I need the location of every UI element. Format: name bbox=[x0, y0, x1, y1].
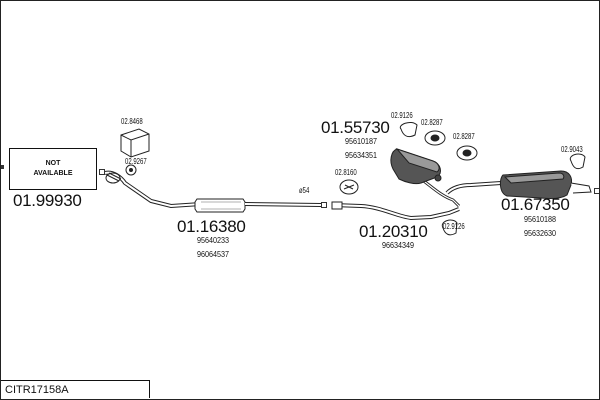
clamp-02-9126-top bbox=[399, 122, 418, 138]
fitting-ref: 02.9126 bbox=[443, 222, 465, 231]
connection-marker bbox=[321, 202, 327, 208]
edge-marker bbox=[1, 165, 4, 169]
oe-number: 96634349 bbox=[382, 241, 415, 250]
fitting-ref: 02.8468 bbox=[121, 117, 143, 126]
oe-number: 95632630 bbox=[524, 229, 557, 238]
part-number-01-16380: 01.16380 bbox=[177, 217, 246, 236]
rubber-mount-02-8287-a bbox=[424, 130, 446, 146]
fitting-ref: 02.9043 bbox=[561, 145, 583, 154]
part-number-01-55730: 01.55730 bbox=[321, 118, 390, 137]
connection-marker bbox=[99, 169, 105, 175]
clamp-kit-02-8468 bbox=[120, 128, 150, 158]
fitting-ref: 02.8287 bbox=[421, 118, 443, 127]
pipe-diameter-label: ø54 bbox=[299, 186, 310, 195]
fitting-ref: 02.8160 bbox=[335, 168, 357, 177]
rear-silencer bbox=[499, 170, 592, 200]
not-available-box: NOT AVAILABLE bbox=[9, 148, 97, 190]
model-code-box: CITR17158A bbox=[1, 380, 150, 398]
oe-number: 95610187 bbox=[345, 137, 378, 146]
oe-number: 95640233 bbox=[197, 236, 230, 245]
fitting-ref: 02.9267 bbox=[125, 157, 147, 166]
part-number-01-99930: 01.99930 bbox=[13, 191, 82, 210]
rear-pipe bbox=[445, 181, 502, 195]
oe-number: 95610188 bbox=[524, 215, 557, 224]
oe-number: 95634351 bbox=[345, 151, 378, 160]
fitting-ref: 02.9126 bbox=[391, 111, 413, 120]
pre-silencer bbox=[390, 147, 442, 185]
clamp-02-9043 bbox=[569, 153, 586, 170]
model-code: CITR17158A bbox=[5, 384, 69, 396]
middle-silencer bbox=[194, 198, 322, 213]
part-number-01-67350: 01.67350 bbox=[501, 195, 570, 214]
clamp-02-9126-bottom bbox=[441, 219, 458, 236]
oe-number: 96064537 bbox=[197, 250, 230, 259]
intermediate-pipe bbox=[331, 177, 461, 221]
gasket-02-9267 bbox=[125, 164, 137, 176]
connection-marker bbox=[594, 188, 599, 194]
not-available-line2: AVAILABLE bbox=[33, 170, 73, 177]
not-available-line1: NOT bbox=[45, 160, 61, 167]
fitting-ref: 02.8287 bbox=[453, 132, 475, 141]
front-pipe bbox=[104, 170, 202, 209]
rubber-mount-02-8287-b bbox=[456, 145, 478, 161]
rubber-mount-02-8160 bbox=[339, 179, 359, 195]
part-number-01-20310: 01.20310 bbox=[359, 222, 428, 241]
